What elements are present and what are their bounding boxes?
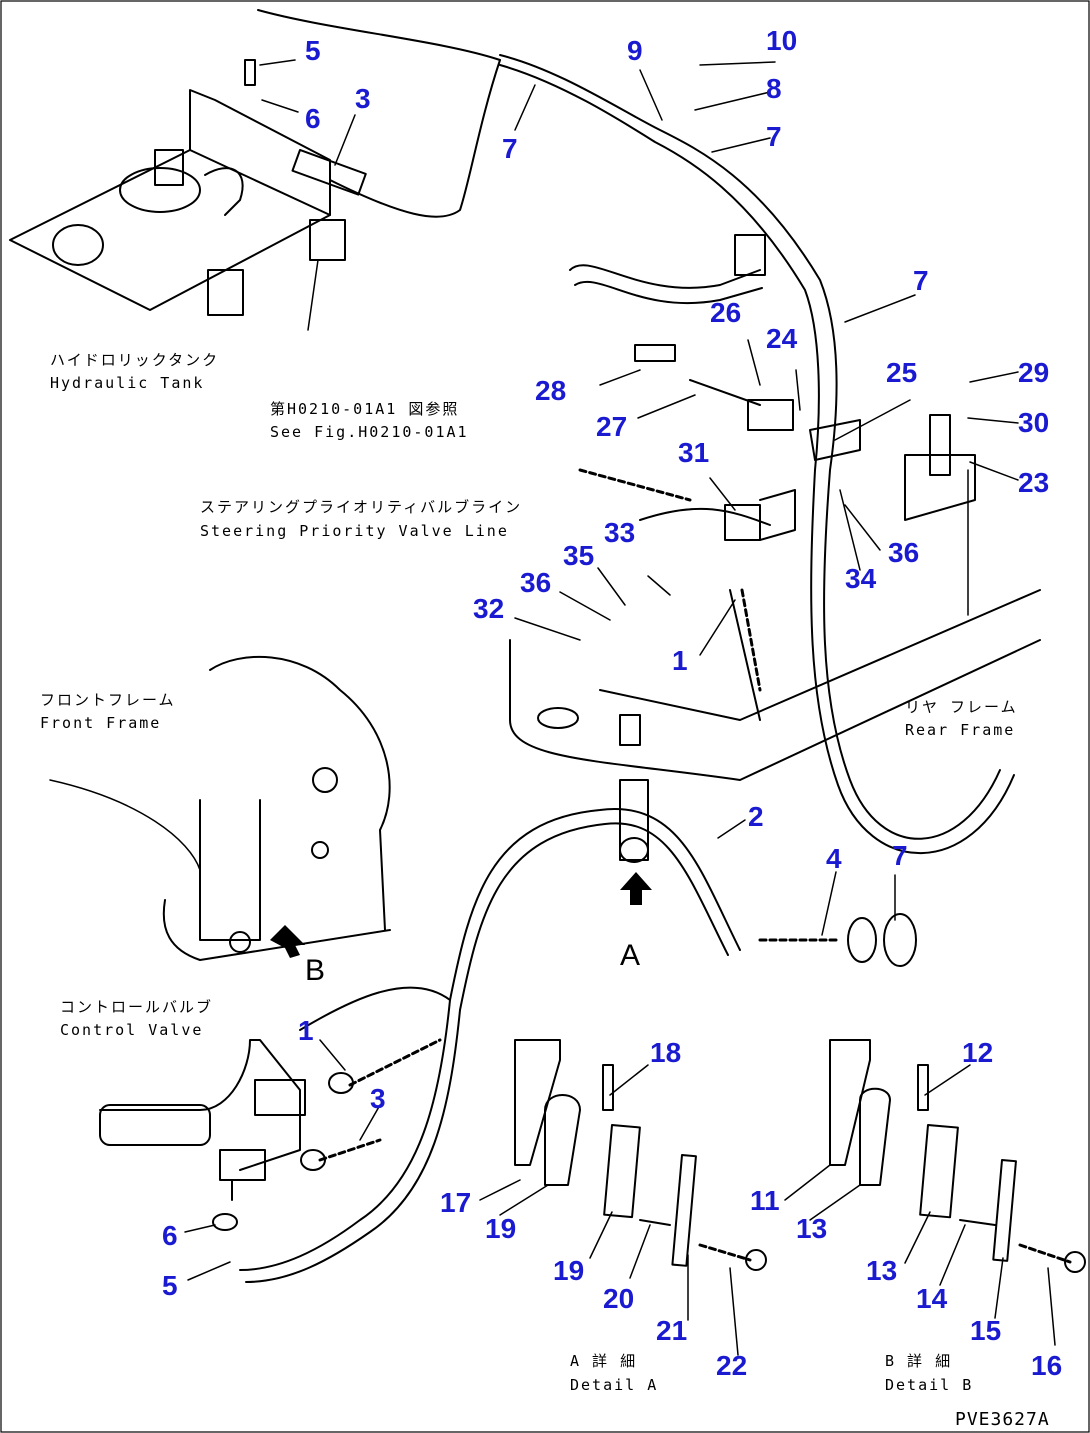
arrow-b-icon <box>270 925 305 958</box>
hose-lines <box>239 54 1015 1283</box>
arrow-a-icon <box>620 872 652 905</box>
callout-number: 14 <box>916 1283 948 1314</box>
hydraulic-tank-label-en: Hydraulic Tank <box>50 374 204 392</box>
detail-b-parts <box>829 1039 1086 1273</box>
part-labels: ハイドロリックタンク Hydraulic Tank 第H0210-01A1 図参… <box>40 351 1050 1430</box>
callout-number: 28 <box>535 375 566 406</box>
callout-number: 25 <box>886 357 917 388</box>
callout-number: 24 <box>766 323 798 354</box>
front-frame-label-en: Front Frame <box>40 714 161 732</box>
callout-number: 18 <box>650 1037 681 1068</box>
callout-number: 22 <box>716 1350 747 1381</box>
callout-number: 1 <box>672 645 688 676</box>
view-marker-b: B <box>305 954 325 987</box>
callout-number: 15 <box>970 1315 1001 1346</box>
callout-number: 7 <box>766 121 782 152</box>
rear-frame-label-en: Rear Frame <box>905 721 1015 739</box>
callout-number: 20 <box>603 1283 634 1314</box>
callout-number: 3 <box>370 1083 386 1114</box>
steering-label-en: Steering Priority Valve Line <box>200 522 509 540</box>
callout-number: 17 <box>440 1187 471 1218</box>
callout-number: 35 <box>563 540 594 571</box>
drawing-id: PVE3627A <box>955 1409 1050 1430</box>
view-marker-a: A <box>620 939 640 972</box>
callout-number: 4 <box>826 843 842 874</box>
callout-number: 11 <box>750 1185 780 1216</box>
rear-frame-label-jp: リヤ フレーム <box>905 698 1018 716</box>
detail-a-label-en: Detail A <box>570 1376 658 1394</box>
callout-number: 6 <box>305 103 321 134</box>
callout-number: 31 <box>678 437 709 468</box>
view-arrows <box>270 872 652 958</box>
callout-number: 19 <box>553 1255 584 1286</box>
detail-b-label-en: Detail B <box>885 1376 973 1394</box>
callout-number: 16 <box>1031 1350 1062 1381</box>
callout-number: 30 <box>1018 407 1049 438</box>
callout-number: 12 <box>962 1037 993 1068</box>
hydraulic-tank-label-jp: ハイドロリックタンク <box>50 351 219 369</box>
callout-number: 33 <box>604 517 635 548</box>
callout-number: 7 <box>913 265 929 296</box>
callout-number: 5 <box>162 1270 178 1301</box>
callout-number: 9 <box>627 35 643 66</box>
callout-number: 2 <box>748 801 764 832</box>
callout-number: 5 <box>305 35 321 66</box>
callout-numbers: 5 3 6 7 9 10 8 7 7 26 24 25 29 28 27 30 … <box>162 25 1062 1381</box>
front-frame-label-jp: フロントフレーム <box>40 691 176 709</box>
callout-number: 32 <box>473 593 504 624</box>
callout-number: 23 <box>1018 467 1049 498</box>
rear-frame <box>509 344 1041 863</box>
callout-number: 36 <box>520 567 551 598</box>
callout-number: 1 <box>298 1015 314 1046</box>
callout-number: 36 <box>888 537 919 568</box>
detail-a-parts <box>514 1039 767 1271</box>
callout-number: 27 <box>596 411 627 442</box>
callout-number: 8 <box>766 73 782 104</box>
callout-number: 26 <box>710 297 741 328</box>
callout-number: 6 <box>162 1220 178 1251</box>
control-valve-label-en: Control Valve <box>60 1021 203 1039</box>
callout-number: 13 <box>796 1213 827 1244</box>
steering-label-jp: ステアリングプライオリティバルブライン <box>200 498 522 516</box>
callout-number: 7 <box>502 133 518 164</box>
leader-lines <box>184 59 1056 1356</box>
callout-number: 21 <box>656 1315 687 1346</box>
see-fig-label-en: See Fig.H0210-01A1 <box>270 423 469 441</box>
callout-number: 34 <box>845 563 877 594</box>
front-frame <box>49 655 391 1231</box>
callout-number: 7 <box>892 840 908 871</box>
hydraulic-tank <box>9 9 501 331</box>
see-fig-label-jp: 第H0210-01A1 図参照 <box>270 400 459 418</box>
detail-b-label-jp: B 詳 細 <box>885 1352 952 1370</box>
callout-number: 29 <box>1018 357 1049 388</box>
control-valve-label-jp: コントロールバルブ <box>60 998 213 1016</box>
callout-number: 3 <box>355 83 371 114</box>
callout-number: 19 <box>485 1213 516 1244</box>
detail-a-label-jp: A 詳 細 <box>570 1352 637 1370</box>
callout-number: 10 <box>766 25 797 56</box>
callout-number: 13 <box>866 1255 897 1286</box>
